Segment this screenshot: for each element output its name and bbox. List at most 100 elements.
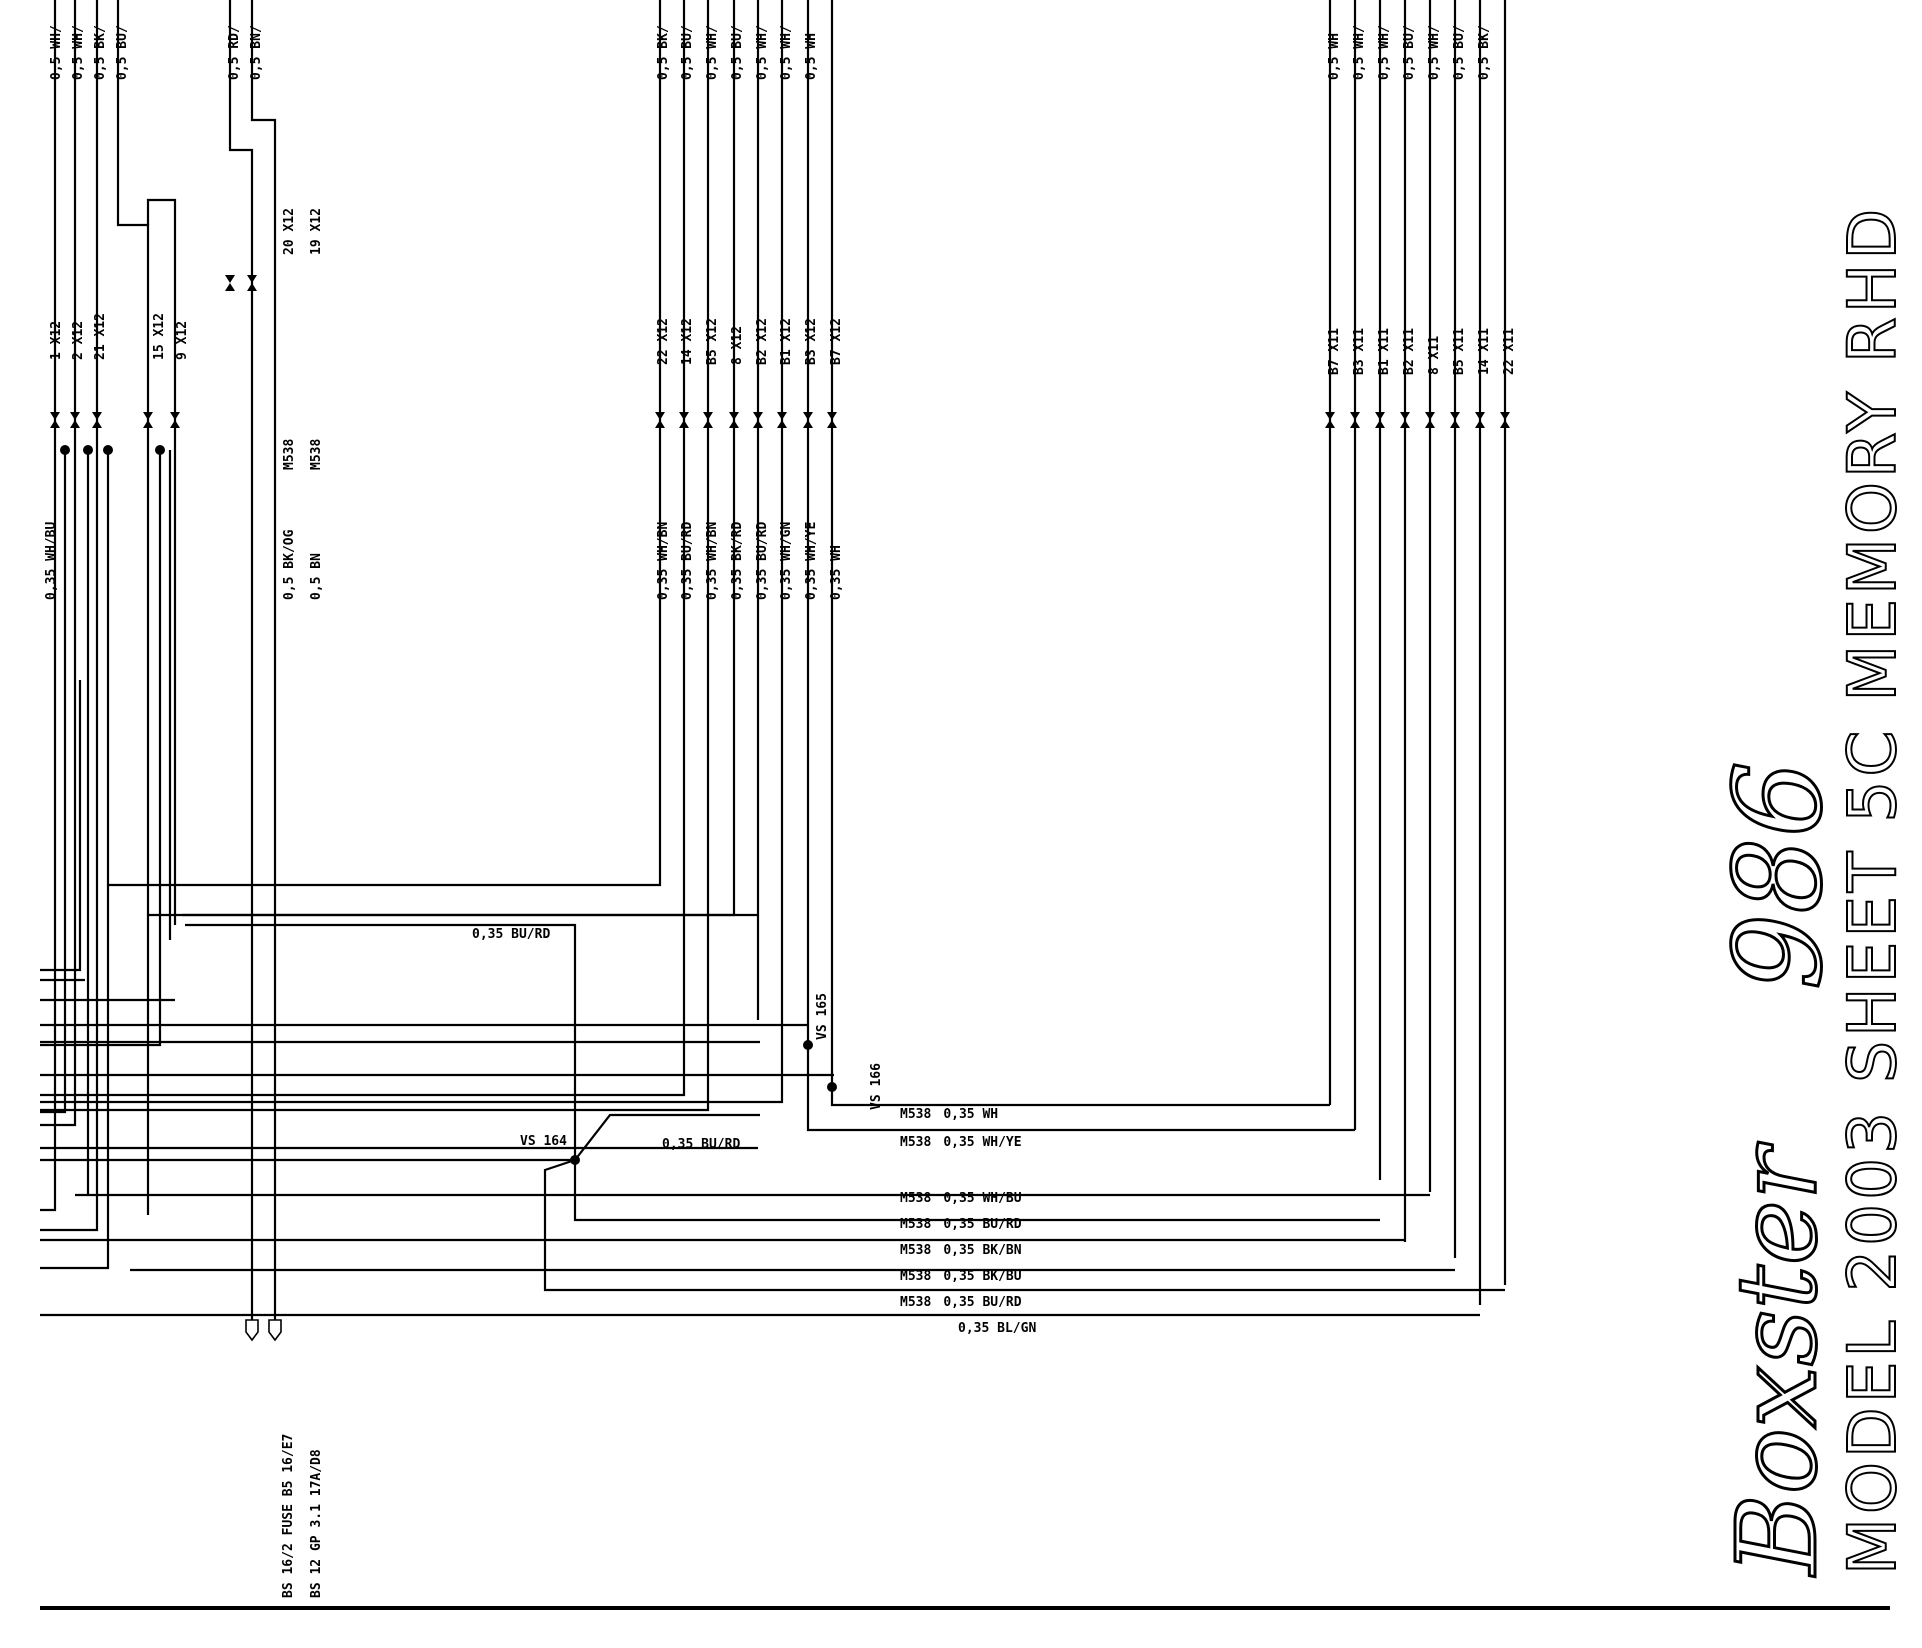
left-second-layer [40,450,172,1270]
wire-label: M538 [282,439,297,470]
pin-label: 1 X12 [49,321,64,360]
pin-label: B5 X12 [705,318,720,365]
pin-label: 22 X11 [1502,328,1517,375]
bus-wire: 0,35 BK/BN [943,1243,1021,1258]
wire-label: 0,35 BU/RD [680,522,695,600]
top-wire-label: 0,5 WH [804,33,819,80]
wire-label-bu-rd-lower: 0,35 BU/RD [662,1137,740,1152]
top-wire-label: 0,5 BK/ [1477,25,1492,80]
title-block: Boxster 986 MODEL 2003 SHEET 5C MEMORY R… [1709,204,1913,1579]
wire-labels-center: 0,35 WH/BN 0,35 BU/RD 0,35 WH/BN 0,35 BK… [656,522,844,600]
connector-pins [50,275,1510,428]
pin-label: 19 X12 [309,208,324,255]
pin-label: B1 X12 [779,318,794,365]
pin-label: 22 X12 [656,318,671,365]
bus-code: M538 [900,1243,931,1258]
wire-label-bu-rd-upper: 0,35 BU/RD [472,927,550,942]
splice-vs164 [570,1155,580,1165]
top-wire-label: 0,5 BU/ [115,25,130,80]
pin-label: B2 X12 [755,318,770,365]
pin-label: B3 X12 [804,318,819,365]
bottom-references: BS 16/2 FUSE B5 16/E7 BS 12 GP 3.1 17A/D… [281,1434,324,1598]
top-wire-label: 0,5 BU/ [730,25,745,80]
splice-vs166 [827,1082,837,1092]
top-wire-label: 0,5 BK/ [93,25,108,80]
splice-label-vs166: VS 166 [869,1063,884,1110]
pin-labels-right: B7 X11 B3 X11 B1 X11 B2 X11 8 X11 B5 X11… [1327,328,1517,375]
bus-code: M538 [900,1217,931,1232]
pin-labels-mid: 20 X12 19 X12 [282,208,324,255]
pin-label: B2 X11 [1402,328,1417,375]
pin-label: 14 X12 [680,318,695,365]
pin-label: 8 X11 [1427,336,1442,375]
right-wire-group [1328,0,1507,1305]
top-wire-label: 0,5 WH/ [779,25,794,80]
pin-label: 20 X12 [282,208,297,255]
left-wire-group [40,0,277,1320]
horizontal-bus [40,913,1505,1317]
top-wire-label: 0,5 WH/ [1377,25,1392,80]
bus-code: M538 [900,1269,931,1284]
wire-label: 0,35 WH/BN [656,522,671,600]
pin-label: 9 X12 [175,321,190,360]
top-wire-labels-mid: 0,5 RD/ 0,5 BN/ [227,25,264,80]
bottom-connectors [245,1319,282,1342]
wire-label: 0,35 WH/GN [779,522,794,600]
model-number-logo: 986 [1710,761,1849,990]
pin-label: 21 X12 [93,313,108,360]
top-wire-label: 0,5 BU/ [680,25,695,80]
pin-label: 15 X12 [152,313,167,360]
pin-label: B3 X11 [1352,328,1367,375]
pin-labels-center: 22 X12 14 X12 B5 X12 8 X12 B2 X12 B1 X12… [656,318,844,365]
center-wire-group [40,0,834,1112]
wire-label: 0,35 WH/BN [705,522,720,600]
wire-label: 0,35 WH/BU [44,522,59,600]
pin-label: B7 X11 [1327,328,1342,375]
top-wire-label: 0,5 WH [1327,33,1342,80]
brand-logo: Boxster [1713,1141,1841,1577]
bus-code: M538 [900,1295,931,1310]
wire-label: 0,35 WH [829,545,844,600]
top-wire-label: 0,5 WH/ [49,25,64,80]
top-wire-label: 0,5 WH/ [1427,25,1442,80]
wire-labels-left: 0,35 WH/BU [44,522,59,600]
pin-labels-left: 1 X12 2 X12 21 X12 15 X12 9 X12 [49,313,190,360]
top-wire-label: 0,5 BU/ [1402,25,1417,80]
top-wire-label: 0,5 WH/ [755,25,770,80]
svg-text:0,35 BL/GN: 0,35 BL/GN [958,1321,1036,1336]
wire-label: 0,5 BN [309,553,324,600]
bus-code: M538 [900,1135,931,1150]
bottom-ref: BS 12 GP 3.1 17A/D8 [309,1449,324,1598]
wire-labels-mid: M538 M538 0,5 BK/OG 0,5 BN [282,439,324,600]
wire-label: 0,35 BU/RD [755,522,770,600]
pin-label: 8 X12 [730,326,745,365]
wire-label: M538 [309,439,324,470]
wire-label: 0,35 WH/YE [804,522,819,600]
top-wire-label: 0,5 BU/ [1452,25,1467,80]
bus-wire: 0,35 BU/RD [943,1217,1021,1232]
top-wire-label: 0,5 WH/ [705,25,720,80]
bus-code: M538 [900,1191,931,1206]
top-wire-label: 0,5 BN/ [249,25,264,80]
wire-label: 0,5 BK/OG [282,529,297,600]
bus-code: M538 [900,1107,931,1122]
top-wire-labels-left: 0,5 WH/ 0,5 WH/ 0,5 BK/ 0,5 BU/ [49,25,130,80]
top-wire-label: 0,5 RD/ [227,25,242,80]
splice-label-vs164: VS 164 [520,1134,567,1149]
top-wire-label: 0,5 WH/ [71,25,86,80]
bottom-ref: BS 16/2 FUSE B5 16/E7 [281,1434,296,1598]
pin-label: 14 X11 [1477,328,1492,375]
splice-vs165 [803,1040,813,1050]
bus-wire: 0,35 WH/YE [943,1135,1021,1150]
bus-wire: 0,35 BL/GN [958,1321,1036,1336]
bus-wire: 0,35 BU/RD [943,1295,1021,1310]
wire-label: 0,35 BK/RD [730,522,745,600]
pin-label: B1 X11 [1377,328,1392,375]
